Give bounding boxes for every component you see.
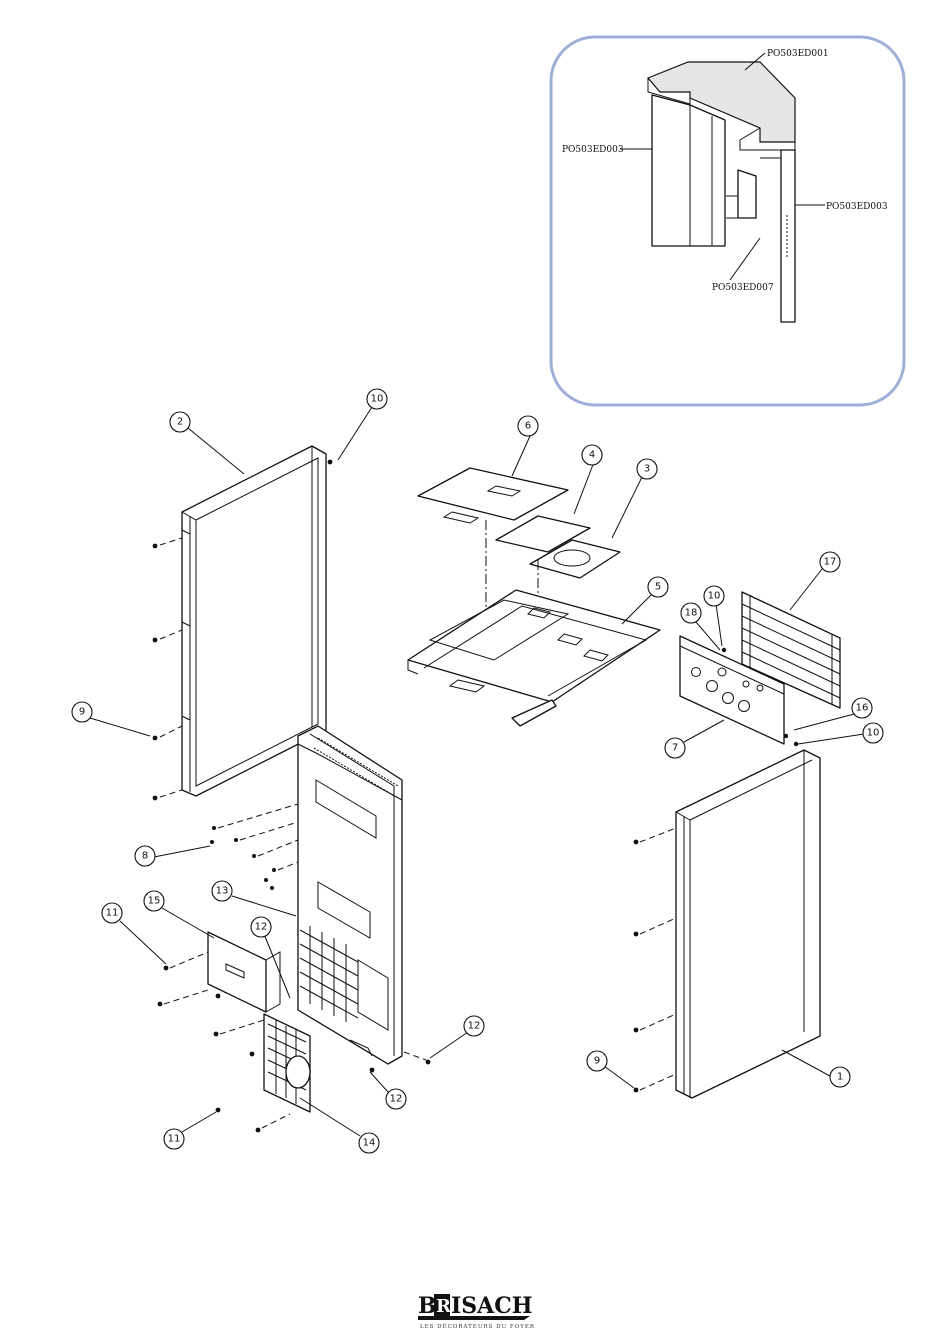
callout-16: 16 <box>852 698 872 718</box>
svg-text:9: 9 <box>79 707 85 718</box>
inset-detail: PO503ED001 PO503ED003 PO503ED003 PO503ED… <box>551 37 904 405</box>
callout-10-right: 10 <box>863 723 883 743</box>
callout-12-right: 12 <box>464 1016 484 1036</box>
callout-4: 4 <box>582 445 602 465</box>
front-screws <box>210 804 298 890</box>
svg-text:13: 13 <box>216 886 229 897</box>
callout-6: 6 <box>518 416 538 436</box>
part-plate-14 <box>264 1014 310 1112</box>
logo-suffix: ISACH <box>451 1293 533 1319</box>
svg-text:1: 1 <box>837 1072 843 1083</box>
svg-text:17: 17 <box>824 557 837 568</box>
inset-ref-left: PO503ED003 <box>562 145 624 155</box>
svg-text:10: 10 <box>867 728 880 739</box>
svg-text:12: 12 <box>390 1094 403 1105</box>
logo-tagline: LES DÉCORATEURS DU FOYER <box>420 1322 535 1330</box>
inset-left-panel <box>652 95 725 246</box>
callout-2: 2 <box>170 412 190 432</box>
inset-ref-bottom: PO503ED007 <box>712 283 774 293</box>
callout-18: 18 <box>681 603 701 623</box>
callout-3: 3 <box>637 459 657 479</box>
callout-13: 13 <box>212 881 232 901</box>
brisach-logo: B R ISACH LES DÉCORATEURS DU FOYER <box>418 1293 535 1330</box>
svg-text:12: 12 <box>255 922 268 933</box>
callout-12-upper: 12 <box>251 917 271 937</box>
svg-text:8: 8 <box>142 851 148 862</box>
svg-text:12: 12 <box>468 1021 481 1032</box>
svg-text:15: 15 <box>148 896 161 907</box>
svg-text:4: 4 <box>589 450 595 461</box>
part-front-panel <box>298 726 402 1064</box>
svg-text:3: 3 <box>644 464 650 475</box>
svg-text:16: 16 <box>856 703 869 714</box>
svg-text:6: 6 <box>525 421 531 432</box>
svg-text:18: 18 <box>685 608 698 619</box>
right-panel-screws <box>634 828 676 1092</box>
callout-5: 5 <box>648 577 668 597</box>
svg-text:11: 11 <box>106 908 119 919</box>
svg-text:11: 11 <box>168 1134 181 1145</box>
logo-underline <box>418 1316 530 1320</box>
svg-text:14: 14 <box>363 1138 376 1149</box>
part-right-side-panel <box>676 750 820 1098</box>
screw-16 <box>784 734 788 738</box>
callout-14: 14 <box>359 1133 379 1153</box>
callout-11-lower: 11 <box>164 1129 184 1149</box>
svg-text:7: 7 <box>672 743 678 754</box>
svg-text:5: 5 <box>655 582 661 593</box>
inset-ref-top: PO503ED001 <box>767 49 829 59</box>
callout-15: 15 <box>144 891 164 911</box>
screw-18 <box>722 648 726 652</box>
svg-text:10: 10 <box>708 591 721 602</box>
inset-ref-right: PO503ED003 <box>826 202 888 212</box>
screw-10-right <box>794 742 798 746</box>
svg-text:9: 9 <box>594 1056 600 1067</box>
callout-10-mid: 10 <box>704 586 724 606</box>
part-top-plate-6 <box>418 468 568 523</box>
callout-11-upper: 11 <box>102 903 122 923</box>
logo-boxed-letter: R <box>436 1296 452 1317</box>
callout-12-lower: 12 <box>386 1089 406 1109</box>
callout-17: 17 <box>820 552 840 572</box>
callout-10-top: 10 <box>367 389 387 409</box>
svg-text:10: 10 <box>371 394 384 405</box>
callout-9-right: 9 <box>587 1051 607 1071</box>
part-bracket-15 <box>208 932 280 1012</box>
callout-8: 8 <box>135 846 155 866</box>
callout-7: 7 <box>665 738 685 758</box>
callout-1: 1 <box>830 1067 850 1087</box>
logo-prefix: B <box>418 1293 437 1319</box>
callout-9-left: 9 <box>72 702 92 722</box>
part-base-plate-5 <box>408 590 660 726</box>
svg-text:2: 2 <box>177 417 183 428</box>
